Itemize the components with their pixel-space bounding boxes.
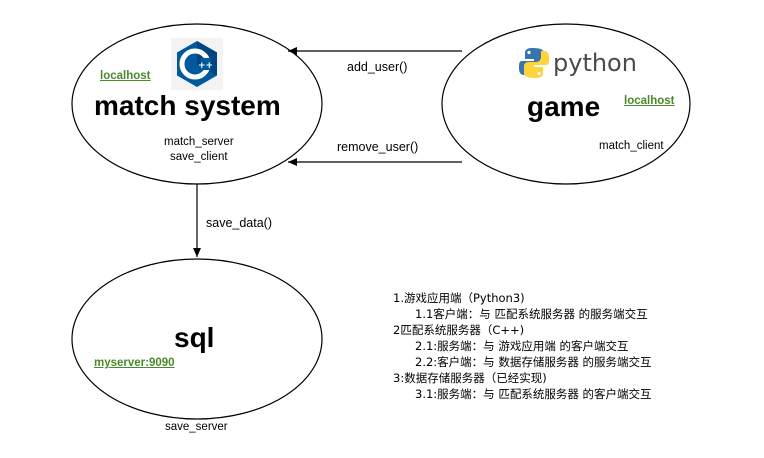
note-line: 1.1客户端：与 匹配系统服务器 的服务端交互 (415, 307, 648, 321)
note-line: 3:数据存储服务器（已经实现) (393, 371, 547, 385)
match-host-link[interactable]: localhost (100, 70, 151, 82)
note-line: 3.1:服务端：与 匹配系统服务器 的客户端交互 (415, 387, 652, 401)
match-client-label: match_client (599, 140, 664, 152)
match-system-title: match system (94, 90, 281, 121)
note-line: 1.游戏应用端（Python3) (393, 291, 525, 305)
python-logo-icon (519, 48, 549, 78)
note-line: 2匹配系统服务器（C++) (393, 323, 525, 337)
sql-host-link[interactable]: myserver:9090 (94, 357, 175, 369)
sql-title: sql (174, 322, 215, 353)
game-host-link[interactable]: localhost (624, 95, 675, 107)
note-line: 2.2:客户端：与 数据存储服务器 的服务端交互 (415, 355, 652, 369)
save-client-label: save_client (170, 151, 228, 163)
game-node[interactable] (441, 23, 691, 185)
add-user-edge-label: add_user() (347, 60, 408, 74)
sql-node[interactable] (71, 258, 323, 420)
remove-user-edge-label: remove_user() (337, 140, 419, 154)
notes-block: 1.游戏应用端（Python3) 1.1客户端：与 匹配系统服务器 的服务端交互… (393, 290, 651, 402)
note-line: 2.1:服务端：与 游戏应用端 的客户端交互 (415, 339, 629, 353)
python-logo-text: python (553, 49, 637, 77)
cpp-logo-icon: ++ (171, 38, 223, 90)
svg-text:++: ++ (198, 61, 213, 71)
save-data-edge-label: save_data() (206, 216, 273, 230)
game-title: game (527, 91, 601, 122)
save-server-label: save_server (165, 421, 228, 433)
match-server-label: match_server (164, 136, 234, 148)
